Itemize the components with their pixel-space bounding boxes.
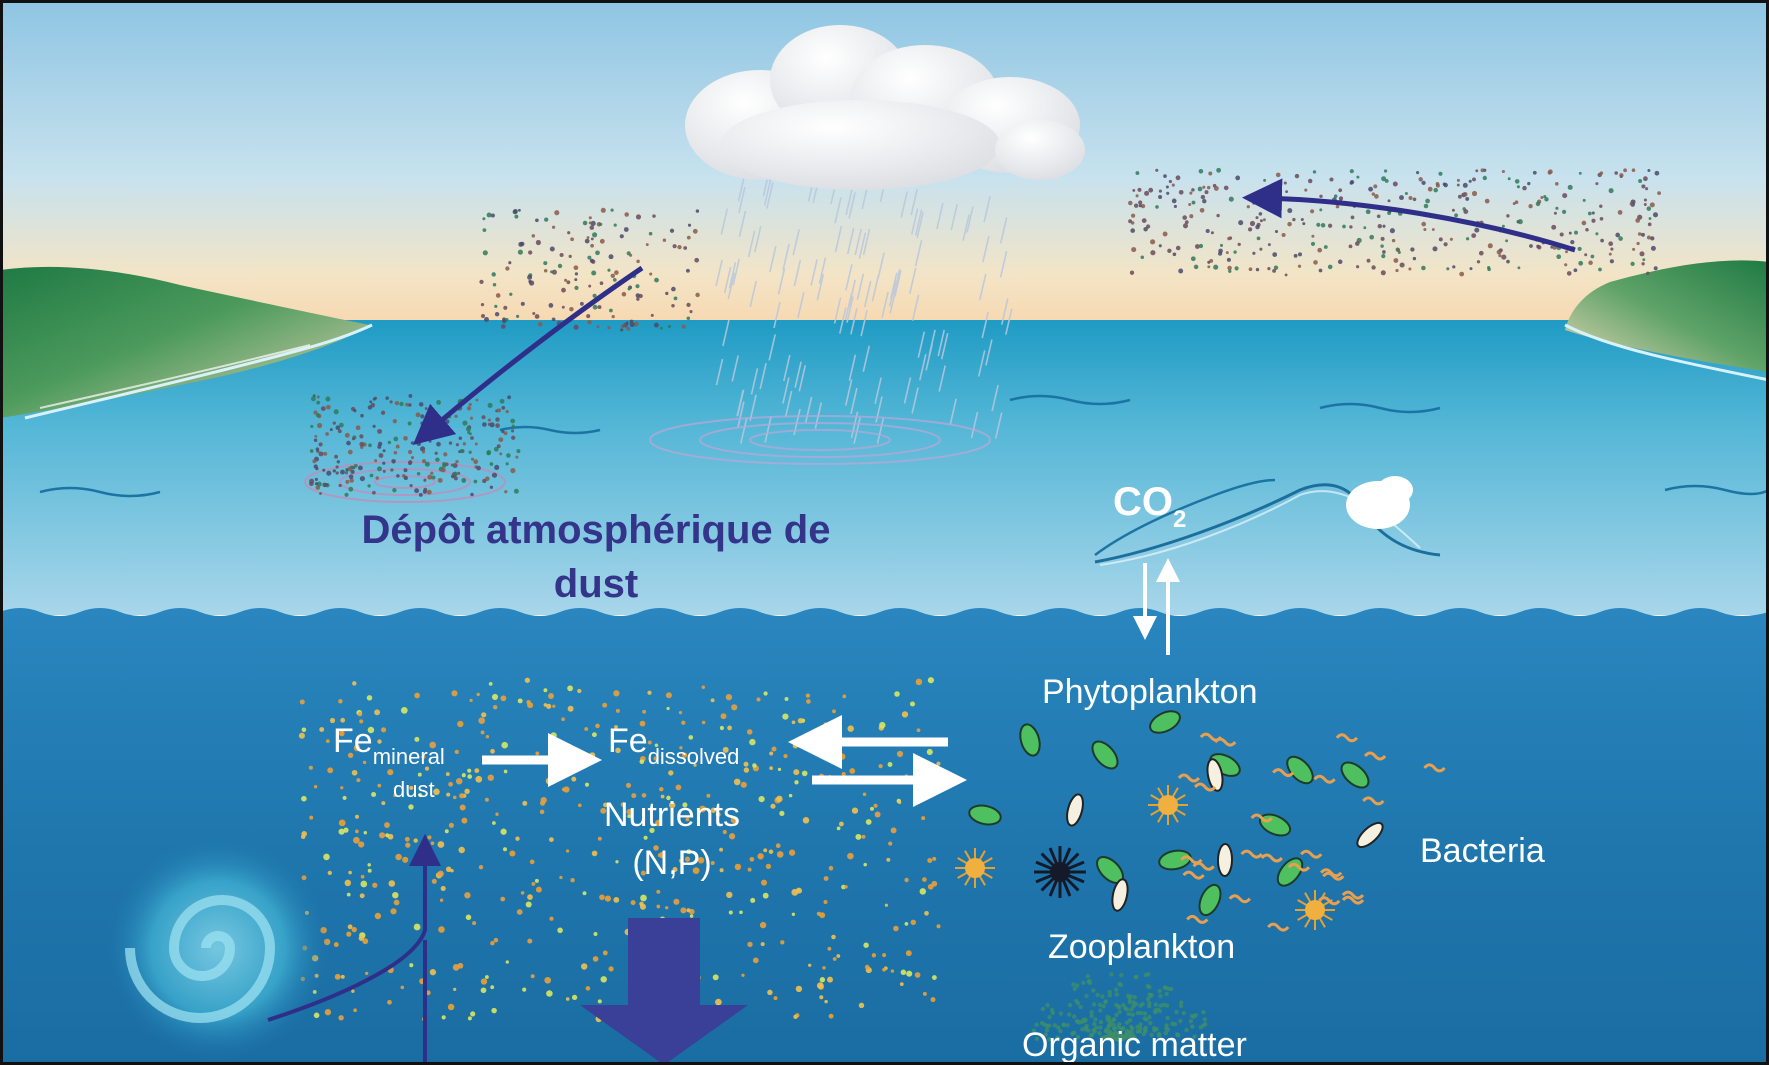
left-coast	[0, 266, 370, 418]
surface-ripples	[39, 394, 1769, 557]
bacteria-label: Bacteria	[1420, 832, 1545, 870]
sea-surface	[0, 320, 1769, 615]
phytoplankton-label: Phytoplankton	[1042, 673, 1258, 711]
export-arrow	[580, 918, 748, 1065]
dust-transport-arrow	[1242, 178, 1576, 253]
co2-label: CO2	[1113, 480, 1186, 533]
fe-dissolved-label: Fedissolved	[608, 722, 739, 769]
nutrients-label-line1: Nutrients	[604, 796, 740, 834]
organic-matter-label: Organic matter	[1022, 1026, 1247, 1064]
nutrients-label-line2: (N,P)	[632, 844, 711, 882]
fe-mineral-label: Femineral	[333, 722, 445, 769]
rain	[715, 170, 1013, 444]
deep-water	[0, 608, 1769, 1065]
upwelling-arrow	[267, 834, 441, 1022]
right-coast	[1565, 260, 1769, 372]
eddy-swirl	[106, 836, 330, 1060]
organic-matter-particles	[1031, 972, 1208, 1043]
deposition-label-line1: Dépôt atmosphérique de	[362, 508, 831, 552]
dust-deposition-arrow	[412, 265, 644, 446]
rain-ripples	[649, 415, 991, 465]
fe-mineral-sub2: dust	[393, 777, 435, 802]
zooplankton-label: Zooplankton	[1048, 928, 1235, 966]
breaking-wave	[1094, 476, 1441, 566]
deposition-label-line2: dust	[554, 562, 638, 606]
cloud	[685, 25, 1085, 190]
plankton-organisms	[955, 710, 1446, 932]
